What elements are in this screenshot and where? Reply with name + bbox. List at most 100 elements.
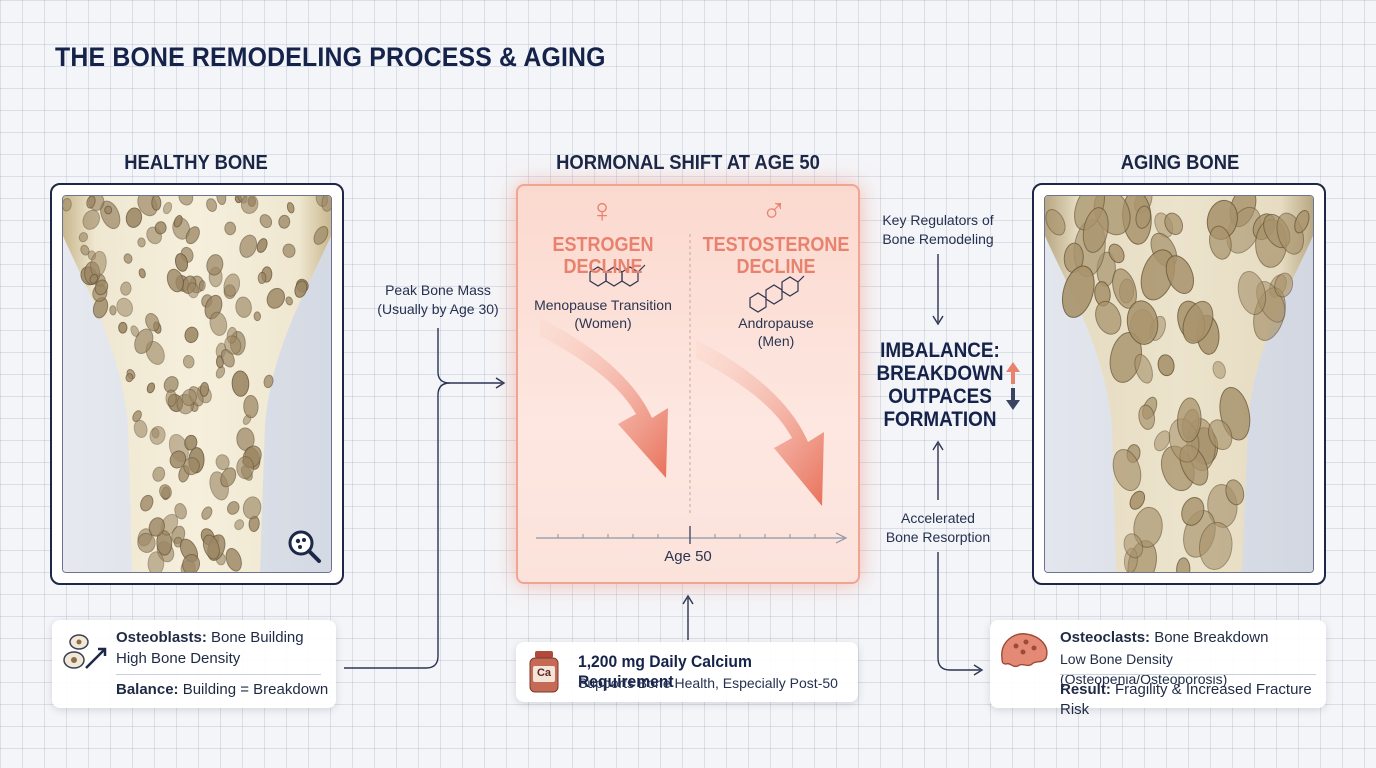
bone-pore [1182, 300, 1214, 344]
andropause-text-line1: Andropause [738, 315, 814, 331]
bone-pore [259, 214, 273, 229]
bone-pore [234, 519, 245, 531]
andropause-text-line2: (Men) [757, 333, 795, 349]
card-divider [1060, 674, 1316, 675]
osteoclasts-label: Osteoclasts: [1060, 629, 1151, 646]
bone-pore [147, 551, 165, 572]
bone-pore [278, 214, 291, 229]
bone-pore [242, 496, 262, 520]
bone-pore [134, 328, 154, 354]
osteoblasts-label: Osteoblasts: [116, 629, 207, 646]
bone-pore [206, 254, 224, 276]
hormonal-shift-panel: ♀ ESTROGEN DECLINE Menopause Transition … [516, 184, 860, 584]
result-label: Result: [1060, 681, 1111, 698]
calcium-bottle-icon: Ca [526, 650, 562, 694]
healthy-bone-frame [50, 183, 344, 585]
bone-pore [125, 373, 134, 383]
bone-pore [253, 311, 261, 322]
bone-pore [1045, 209, 1066, 236]
osteoclasts-text: Bone Breakdown [1150, 629, 1269, 646]
bone-pore [313, 225, 329, 245]
estrogen-decline-arrow [540, 318, 668, 478]
bone-pore [236, 456, 255, 480]
aging-bone-frame [1032, 183, 1326, 585]
bone-pore [282, 243, 296, 258]
key-regulators-line2: Bone Remodeling [882, 231, 994, 247]
bone-pore [63, 198, 72, 212]
bone-pore [184, 326, 199, 344]
estrogen-decline-label-line1: ESTROGEN [552, 234, 654, 256]
imbalance-line2: BREAKDOWN [876, 362, 1004, 385]
bone-pore [125, 207, 143, 228]
calcium-card: Ca 1,200 mg Daily Calcium Requirement Su… [516, 642, 858, 702]
up-down-arrows-icon [1003, 360, 1023, 412]
molecule-icon [589, 264, 646, 287]
balance-text: Building = Breakdown [178, 681, 329, 698]
bone-pore [1164, 212, 1184, 236]
bone-pore [1123, 533, 1144, 559]
bone-pore [215, 366, 226, 379]
bone-pore [240, 196, 259, 214]
healthy-bone-card: Osteoblasts: Bone Building High Bone Den… [52, 620, 336, 708]
bone-pore [1212, 360, 1226, 379]
calcium-subtitle: Supports Bone Health, Especially Post-50 [578, 675, 838, 691]
peak-bone-mass-line1: Peak Bone Mass [385, 282, 491, 298]
bone-pore [294, 280, 308, 298]
bone-pore [1176, 557, 1191, 572]
bone-pore [1095, 300, 1122, 335]
bone-pore [137, 237, 146, 248]
bone-pore [1165, 255, 1194, 294]
bone-pore [224, 335, 242, 355]
bone-pore [1138, 404, 1156, 430]
bone-pore [173, 215, 183, 228]
bone-pore [138, 268, 146, 279]
bone-pore [220, 467, 237, 488]
bone-pore [1112, 449, 1142, 492]
calcium-title: 1,200 mg Daily Calcium Requirement [578, 652, 752, 691]
bone-pore [1061, 265, 1095, 318]
bone-pore [159, 484, 172, 500]
bone-pore [231, 370, 250, 397]
bone-pore [1181, 497, 1205, 526]
page-title: THE BONE REMODELING PROCESS & AGING [55, 42, 606, 72]
bone-pore [239, 234, 258, 258]
bone-pore [321, 196, 331, 212]
bone-pore [148, 517, 165, 537]
bone-pore [1237, 271, 1267, 315]
bone-pore [182, 553, 201, 572]
bone-pore [235, 296, 252, 318]
bone-pore [1294, 209, 1310, 234]
magnifier-icon[interactable] [286, 528, 322, 564]
bone-pore [256, 238, 268, 253]
bone-pore [183, 457, 200, 476]
bone-pore [174, 503, 187, 520]
bone-pore [123, 253, 133, 264]
bone-pore [1274, 272, 1294, 298]
bone-pore [166, 268, 184, 293]
estrogen-decline-label-line2: DECLINE [563, 256, 643, 278]
aging-bone-card: Osteoclasts: Bone Breakdown Low Bone Den… [990, 620, 1326, 718]
imbalance-line4: FORMATION [883, 408, 997, 431]
bone-pore [185, 226, 200, 245]
bone-pore [199, 381, 210, 397]
bone-pore [1225, 479, 1245, 506]
bone-pore [243, 394, 259, 419]
bone-pore [116, 297, 133, 317]
result-text: Fragility & Increased Fracture Risk [1060, 681, 1312, 718]
bone-pore [227, 501, 240, 515]
bone-pore [1108, 243, 1125, 264]
bone-pore [1176, 397, 1202, 443]
bone-pore [132, 410, 142, 423]
bone-pore [82, 209, 100, 230]
bone-pore [257, 271, 267, 285]
bone-pore [1157, 354, 1175, 377]
bone-pore [151, 196, 162, 211]
bone-pore [175, 253, 189, 272]
bone-pore [224, 221, 237, 236]
age-50-label: Age 50 [664, 548, 712, 565]
healthy-density-text: High Bone Density [116, 650, 241, 667]
osteoclast-cell-icon [996, 628, 1052, 672]
bone-pore [206, 198, 218, 212]
aging-bone-image [1044, 195, 1314, 573]
